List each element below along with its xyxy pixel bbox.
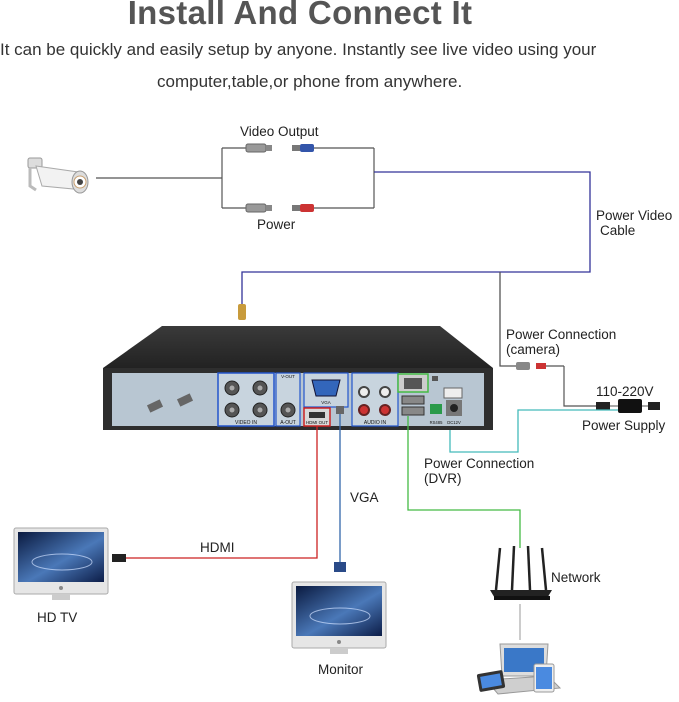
label-power-connection-camera-2: (camera) (506, 342, 561, 357)
label-network: Network (551, 570, 601, 585)
router-icon (490, 545, 552, 600)
label-power-video-cable-1: Power Video (596, 208, 673, 223)
label-power: Power (257, 217, 296, 232)
panel-hdmi-out: HDMI OUT (306, 420, 328, 425)
camera-icon (27, 157, 89, 194)
label-power-connection-dvr-2: (DVR) (424, 471, 462, 486)
subtitle-line-2: computer,table,or phone from anywhere. (157, 72, 463, 91)
vga-plug-icon (334, 562, 346, 572)
label-monitor: Monitor (318, 662, 364, 677)
panel-v-out: V-OUT (281, 374, 295, 379)
panel-a-out: A-OUT (280, 420, 296, 426)
hd-tv-icon (13, 527, 109, 600)
dvr-power-cable (449, 409, 618, 453)
camera-power-connectors (516, 362, 598, 407)
label-hdmi: HDMI (200, 540, 235, 555)
panel-audio-in: AUDIO IN (364, 420, 387, 426)
label-power-video-cable-2: Cable (600, 223, 636, 238)
monitor-icon (291, 581, 387, 654)
label-power-connection-dvr-1: Power Connection (424, 456, 535, 471)
label-hd-tv: HD TV (37, 610, 78, 625)
panel-video-in: VIDEO IN (235, 420, 257, 426)
subtitle-line-1: It can be quickly and easily setup by an… (0, 40, 597, 59)
panel-dc12v: DC12V (447, 420, 461, 425)
label-vga: VGA (350, 490, 379, 505)
panel-rs485: RS485 (430, 420, 443, 425)
devices-icon (476, 643, 562, 695)
label-power-supply: Power Supply (582, 418, 666, 433)
hdmi-cable (124, 426, 318, 559)
power-supply-icon (596, 399, 660, 413)
label-voltage: 110-220V (596, 384, 654, 399)
hdmi-plug-icon (112, 554, 126, 562)
power-video-cable (241, 171, 591, 367)
bnc-connector-icon (238, 304, 246, 320)
dvr-recorder: VIDEO IN A-OUT V-OUT VGA HDMI OUT AUDIO … (103, 326, 493, 430)
page-title: Install And Connect It (127, 0, 473, 31)
power-connectors (245, 203, 314, 213)
splitter-right (314, 147, 375, 209)
video-output-connectors (245, 143, 314, 153)
label-video-output: Video Output (240, 124, 319, 139)
network-cable (407, 416, 521, 548)
label-power-connection-camera-1: Power Connection (506, 327, 617, 342)
panel-vga: VGA (321, 400, 331, 405)
camera-cable (96, 147, 246, 209)
